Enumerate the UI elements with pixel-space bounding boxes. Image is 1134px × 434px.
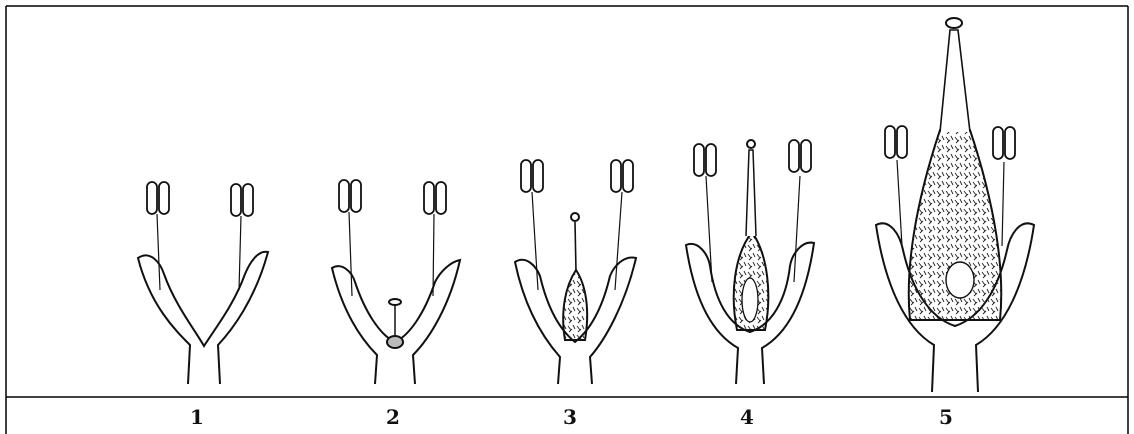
anther-right [424,182,446,214]
anther-left [147,182,169,214]
stage-label-2: 2 [386,405,400,429]
stage-2-flower [332,180,460,384]
anther-left [885,126,907,158]
anther-left [521,160,543,192]
stage-4-flower [686,140,814,384]
stage-3-flower [515,160,636,384]
stage-label-4: 4 [740,405,754,429]
stage-label-1: 1 [190,405,204,429]
anther-left [339,180,361,212]
anther-right [231,184,253,216]
stage-1-flower [138,182,268,384]
anther-right [789,140,811,172]
anther-left [694,144,716,176]
anther-right [611,160,633,192]
stage-label-5: 5 [939,405,953,429]
anther-right [993,127,1015,159]
stage-label-3: 3 [563,405,577,429]
ovary [563,270,587,340]
stage-5-flower [876,18,1034,392]
ovary [387,336,403,348]
